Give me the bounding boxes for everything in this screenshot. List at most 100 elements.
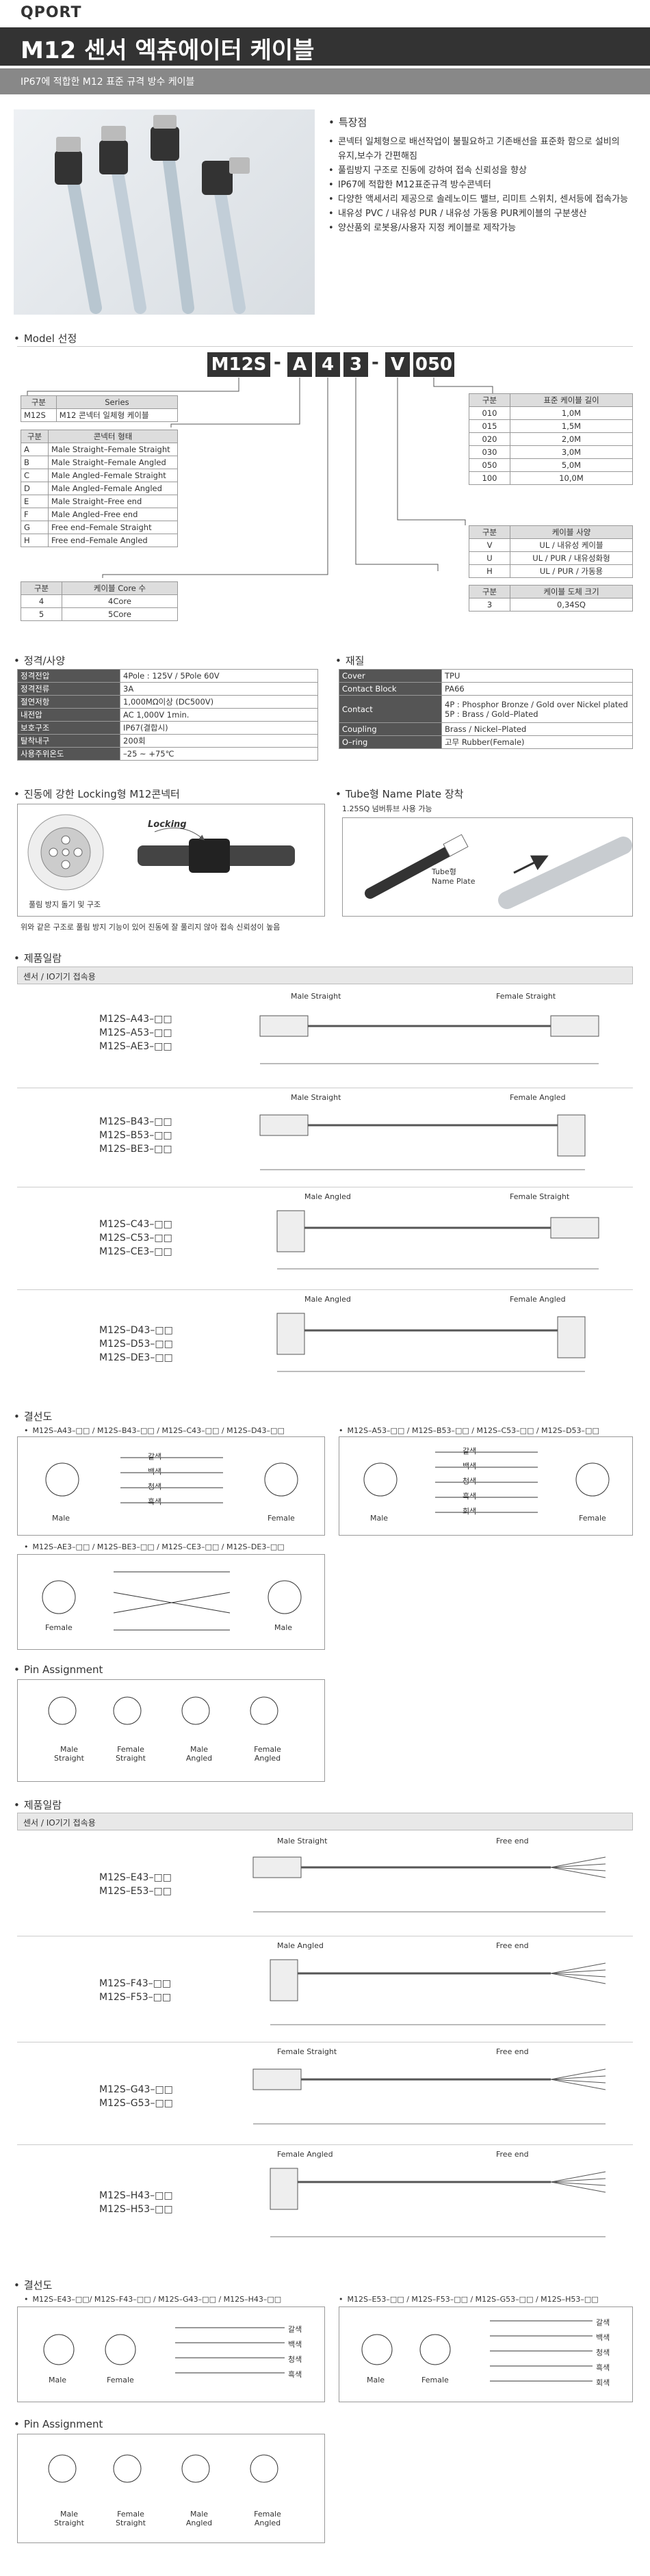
model-code: M12S–B53–□□: [99, 1130, 172, 1141]
cable-drawing: [252, 1856, 606, 1913]
table-cell: D: [21, 482, 49, 495]
table-cell: M12S: [21, 408, 57, 422]
table-cell: 보호구조: [17, 721, 120, 735]
code-length: 050: [413, 352, 454, 377]
divider: [17, 2144, 633, 2145]
table-header: 구분: [21, 430, 49, 443]
table-cell: 5,0M: [510, 458, 633, 472]
table-cell: 내전압: [17, 708, 120, 722]
wiring-models: M12S–E53–□□ / M12S–F53–□□ / M12S–G53–□□ …: [339, 2295, 599, 2304]
wire-color: 백색: [148, 1467, 162, 1476]
table-cell: 절연저항: [17, 695, 120, 709]
male-label: Male: [274, 1623, 293, 1632]
left-connector-label: Male Angled: [304, 1295, 351, 1304]
cable-drawing: [259, 1114, 586, 1170]
table-cell: O–ring: [339, 735, 442, 749]
right-connector-label: Free end: [496, 2047, 529, 2056]
model-list: M12S–H43–□□M12S–H53–□□: [99, 2189, 173, 2216]
model-list: M12S–E43–□□M12S–E53–□□: [99, 1871, 172, 1898]
table-cell: M12 콘넥터 일체형 케이블: [55, 408, 179, 422]
wiring-heading: 결선도: [14, 1409, 52, 1423]
lineup-heading: 제품일람: [14, 1798, 62, 1812]
model-list: M12S–B43–□□M12S–B53–□□M12S–BE3–□□: [99, 1115, 172, 1156]
table-cell: UL / PUR / 내유성화형: [510, 551, 633, 565]
model-code: M12S–C43–□□: [99, 1219, 172, 1230]
divider: [17, 1289, 633, 1290]
pin-label: Female Straight: [116, 2510, 146, 2527]
wiring-models: M12S–E43–□□/ M12S–F43–□□ / M12S–G43–□□ /…: [24, 2295, 282, 2304]
wire-color: 청색: [288, 2355, 302, 2364]
right-connector-label: Free end: [496, 2150, 529, 2159]
right-connector-label: Female Angled: [510, 1093, 566, 1102]
table-cell: Free end–Female Straight: [48, 521, 178, 534]
model-code: M12S–BE3–□□: [99, 1144, 172, 1155]
wire-color: 흑색: [596, 2363, 610, 2372]
wire-color: 백색: [288, 2340, 302, 2349]
model-heading: Model 선정: [14, 331, 77, 345]
features-heading: 특장점: [328, 115, 629, 129]
page-subtitle: IP67에 적합한 M12 표준 규격 방수 케이블: [21, 77, 195, 88]
table-cell: 정격전압: [17, 669, 120, 683]
code-dash: -: [372, 352, 379, 373]
table-header: 케이블 도체 크기: [510, 585, 633, 599]
left-connector-label: Male Straight: [291, 992, 341, 1001]
feature-item: 풀림방지 구조로 진동에 강하여 접속 신뢰성을 향상: [328, 163, 629, 178]
table-cell: UL / PUR / 가동용: [510, 564, 633, 578]
wiring-models: M12S–A43–□□ / M12S–B43–□□ / M12S–C43–□□ …: [24, 1426, 285, 1435]
feature-item: IP67에 적합한 M12표준규격 방수콘넥터: [328, 178, 629, 192]
right-connector-label: Female Angled: [510, 1295, 566, 1304]
page-title: M12 센서 엑츄에이터 케이블: [21, 37, 315, 64]
table-cell: 탈착내구: [17, 734, 120, 748]
table-cell: Male Straight–Free end: [48, 495, 178, 508]
table-cell: 100: [469, 471, 510, 485]
table-cell: 0,34SQ: [510, 598, 633, 612]
table-cell: Male Angled–Female Straight: [48, 469, 178, 482]
table-cell: 015: [469, 419, 510, 433]
model-code: M12S–D53–□□: [99, 1339, 173, 1350]
table-cell: Cover: [339, 669, 442, 683]
tube-heading: Tube형 Name Plate 장착: [335, 787, 464, 801]
model-list: M12S–G43–□□M12S–G53–□□: [99, 2083, 173, 2110]
wire-color: 청색: [463, 1477, 477, 1486]
table-cell: F: [21, 508, 49, 521]
code-form: A: [287, 352, 312, 377]
subtitle-bar: [0, 68, 650, 94]
cable-drawing: [276, 1313, 586, 1372]
table-cell: Coupling: [339, 722, 442, 736]
cable-drawing: [270, 1959, 606, 2025]
table-cell: H: [469, 564, 510, 578]
brand-logo: QPORT: [21, 4, 82, 21]
table-cell: UL / 내유성 케이블: [510, 538, 633, 552]
table-cell: 정격전류: [17, 682, 120, 696]
table-cell: 고무 Rubber(Female): [441, 735, 633, 749]
divider: [17, 346, 633, 347]
table-cell: 4: [21, 594, 62, 608]
locking-word: Locking: [148, 819, 187, 830]
table-header: 구분: [21, 581, 62, 595]
wire-color: 흑색: [463, 1492, 477, 1501]
model-code: M12S–E53–□□: [99, 1886, 172, 1897]
table-cell: Contact Block: [339, 682, 442, 696]
wire-color: 백색: [596, 2333, 610, 2342]
female-label: Female: [107, 2376, 134, 2384]
table-cell: 4Core: [62, 594, 178, 608]
table-cell: 2,0M: [510, 432, 633, 446]
table-cell: Male Straight–Female Straight: [48, 443, 178, 456]
wire-color: 흑색: [288, 2370, 302, 2379]
wire-color: 청색: [596, 2348, 610, 2357]
pin-heading: Pin Assignment: [14, 1664, 103, 1676]
model-code: M12S–AE3–□□: [99, 1041, 172, 1052]
lineup1-groups: M12S–A43–□□M12S–A53–□□M12S–AE3–□□ Male S…: [17, 988, 633, 1399]
table-cell: 사용주위온도: [17, 747, 120, 761]
table-cell: 5Core: [62, 607, 178, 621]
pin-label: Female Angled: [254, 1745, 281, 1763]
table-cell: G: [21, 521, 49, 534]
table-cell: V: [469, 538, 510, 552]
pin-diagram: Male Straight Female Straight Male Angle…: [17, 1679, 325, 1782]
table-cell: C: [21, 469, 49, 482]
